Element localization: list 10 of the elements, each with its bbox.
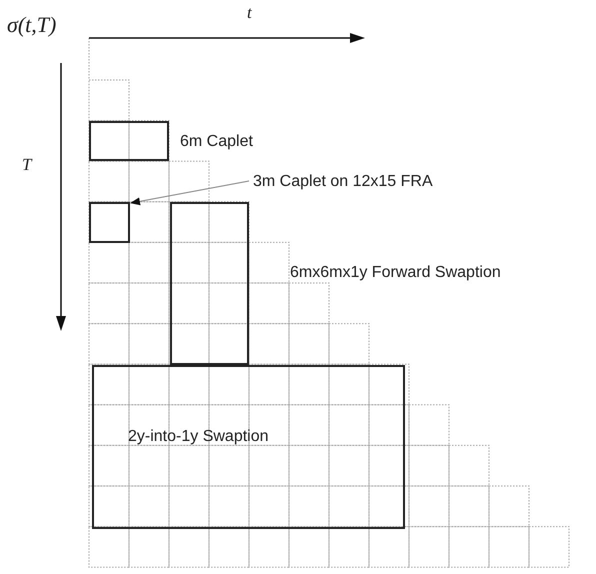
- axis-label: σ(t,T): [7, 11, 56, 39]
- leader-line: [130, 180, 250, 206]
- swaption-box: [92, 365, 405, 529]
- axis-label: T: [22, 154, 32, 176]
- axis-label: t: [247, 2, 252, 24]
- caplet-box: [89, 202, 130, 243]
- box-label: 6mx6mx1y Forward Swaption: [290, 263, 501, 283]
- box-label: 2y-into-1y Swaption: [128, 427, 269, 447]
- box-label: 6m Caplet: [180, 132, 253, 152]
- callout-text: 3m Caplet on 12x15 FRA: [253, 171, 433, 193]
